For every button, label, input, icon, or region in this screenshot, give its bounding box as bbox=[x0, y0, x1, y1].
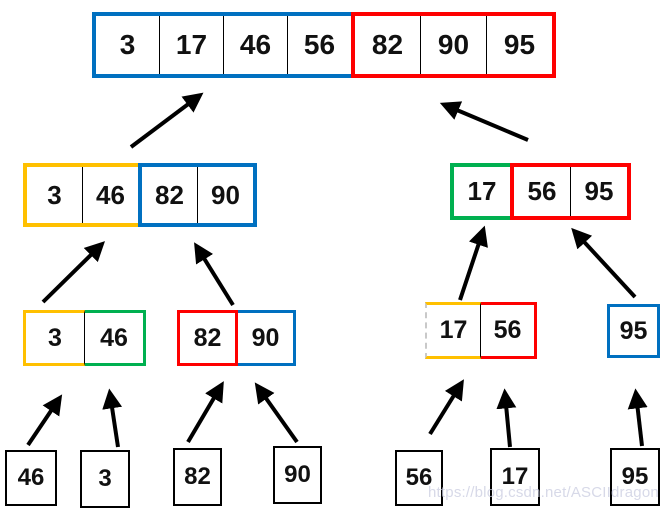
cell-value: 46 bbox=[7, 452, 55, 504]
merge-arrow bbox=[186, 381, 224, 444]
cell-value: 90 bbox=[420, 16, 486, 74]
merge-arrow bbox=[26, 394, 63, 447]
leaf-3-leaf: 3 bbox=[80, 450, 130, 508]
cell-value: 3 bbox=[96, 16, 159, 74]
cell-value: 90 bbox=[197, 167, 253, 223]
merge-arrow bbox=[102, 388, 123, 448]
cell-value: 82 bbox=[142, 167, 197, 223]
cell-value: 95 bbox=[612, 450, 658, 504]
merge-arrow bbox=[194, 242, 235, 307]
cell-value: 82 bbox=[180, 313, 235, 363]
cell-value: 17 bbox=[159, 16, 223, 74]
merge-arrow bbox=[439, 101, 529, 142]
cell-value: 46 bbox=[85, 313, 143, 363]
cell-value: 82 bbox=[175, 450, 220, 504]
cell-value: 3 bbox=[26, 313, 84, 363]
cell-value: 82 bbox=[355, 16, 420, 74]
cell-value: 56 bbox=[481, 305, 534, 356]
merge-level3-left-a-cell-3: 3 bbox=[23, 310, 85, 366]
leaf-82-leaf: 82 bbox=[173, 448, 222, 506]
merge-level3-right-b: 95 bbox=[607, 304, 660, 358]
leaf-90: 90 bbox=[273, 446, 322, 504]
merge-arrows bbox=[26, 92, 648, 448]
merge-level2-right-single-17: 17 bbox=[450, 163, 514, 220]
cell-value: 56 bbox=[287, 16, 351, 74]
merge-arrow bbox=[129, 92, 204, 149]
cell-value: 95 bbox=[610, 307, 657, 355]
leaf-56: 56 bbox=[395, 450, 443, 506]
cell-value: 3 bbox=[82, 452, 128, 506]
merge-arrow bbox=[254, 382, 299, 444]
merge-arrow bbox=[571, 227, 637, 299]
leaf-90-leaf: 90 bbox=[273, 446, 322, 504]
leaf-95-leaf: 95 bbox=[610, 448, 660, 506]
leaf-82: 82 bbox=[173, 448, 222, 506]
merge-level3-right-a-cell-17: 17 bbox=[425, 302, 481, 359]
cell-value: 46 bbox=[82, 167, 138, 223]
merge-arrow bbox=[428, 379, 464, 436]
cell-value: 90 bbox=[275, 448, 320, 502]
leaf-95: 95 bbox=[610, 448, 660, 506]
leaf-17-leaf: 17 bbox=[490, 448, 540, 506]
merge-level3-right-a-cell-56: 56 bbox=[481, 302, 537, 359]
cell-value: 95 bbox=[486, 16, 552, 74]
watermark-text: https://blog.csdn.net/ASCIIdragon bbox=[428, 484, 659, 501]
cell-value: 17 bbox=[454, 167, 510, 216]
cell-value: 56 bbox=[397, 452, 441, 504]
merge-level3-right-b-cell-95: 95 bbox=[607, 304, 660, 358]
leaf-46-leaf: 46 bbox=[5, 450, 57, 506]
merge-arrow bbox=[496, 388, 517, 448]
cell-value: 90 bbox=[238, 313, 293, 363]
leaf-56-leaf: 56 bbox=[395, 450, 443, 506]
leaf-3: 3 bbox=[80, 450, 130, 508]
cell-value: 56 bbox=[514, 167, 570, 216]
cell-value: 17 bbox=[492, 450, 538, 504]
merge-level3-left-a-cell-46: 46 bbox=[85, 310, 146, 366]
merge-arrow bbox=[41, 241, 105, 304]
leaf-46: 46 bbox=[5, 450, 57, 506]
merge-level3-left-b-cell-82: 82 bbox=[177, 310, 238, 366]
cell-value: 3 bbox=[27, 167, 82, 223]
merge-arrow bbox=[458, 225, 488, 301]
merge-arrow bbox=[627, 388, 648, 447]
cell-value: 17 bbox=[427, 305, 480, 356]
merge-level3-left-b-cell-90: 90 bbox=[238, 310, 296, 366]
leaf-17: 17 bbox=[490, 448, 540, 506]
cell-value: 95 bbox=[570, 167, 627, 216]
cell-value: 46 bbox=[223, 16, 287, 74]
